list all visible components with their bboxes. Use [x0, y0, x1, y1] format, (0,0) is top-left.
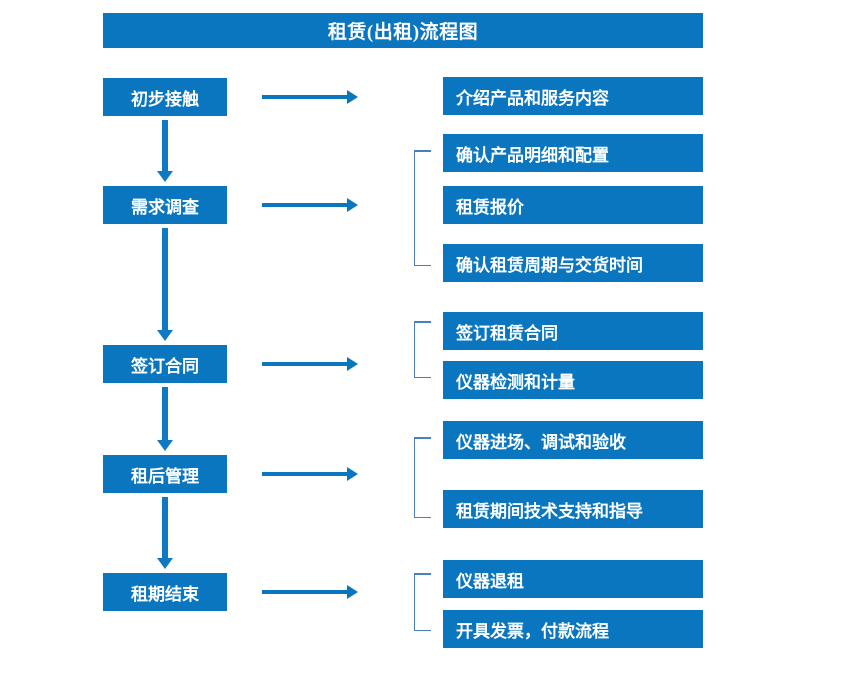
detail-box-10[interactable]: 开具发票，付款流程: [443, 610, 703, 648]
horizontal-arrow-4: [262, 467, 358, 481]
diagram-title: 租赁(出租)流程图: [103, 13, 703, 48]
group-bracket-4: [414, 573, 431, 631]
stage-box-1[interactable]: 初步接触: [103, 78, 227, 116]
vertical-arrow-1: [157, 120, 173, 182]
stage-box-4[interactable]: 租后管理: [103, 455, 227, 493]
group-bracket-2: [414, 321, 431, 378]
horizontal-arrow-1: [262, 90, 358, 104]
horizontal-arrow-3: [262, 357, 358, 371]
detail-box-2[interactable]: 确认产品明细和配置: [443, 134, 703, 172]
detail-box-1[interactable]: 介绍产品和服务内容: [443, 77, 703, 115]
group-bracket-3: [414, 437, 431, 518]
detail-box-9[interactable]: 仪器退租: [443, 560, 703, 598]
vertical-arrow-3: [157, 387, 173, 451]
horizontal-arrow-5: [262, 585, 358, 599]
stage-box-5[interactable]: 租期结束: [103, 573, 227, 611]
detail-box-4[interactable]: 确认租赁周期与交货时间: [443, 244, 703, 282]
stage-box-3[interactable]: 签订合同: [103, 345, 227, 383]
detail-box-8[interactable]: 租赁期间技术支持和指导: [443, 490, 703, 528]
detail-box-5[interactable]: 签订租赁合同: [443, 312, 703, 350]
horizontal-arrow-2: [262, 198, 358, 212]
detail-box-7[interactable]: 仪器进场、调试和验收: [443, 421, 703, 459]
detail-box-3[interactable]: 租赁报价: [443, 186, 703, 224]
vertical-arrow-2: [157, 228, 173, 341]
detail-box-6[interactable]: 仪器检测和计量: [443, 361, 703, 399]
group-bracket-1: [414, 150, 431, 266]
stage-box-2[interactable]: 需求调查: [103, 186, 227, 224]
vertical-arrow-4: [157, 497, 173, 569]
